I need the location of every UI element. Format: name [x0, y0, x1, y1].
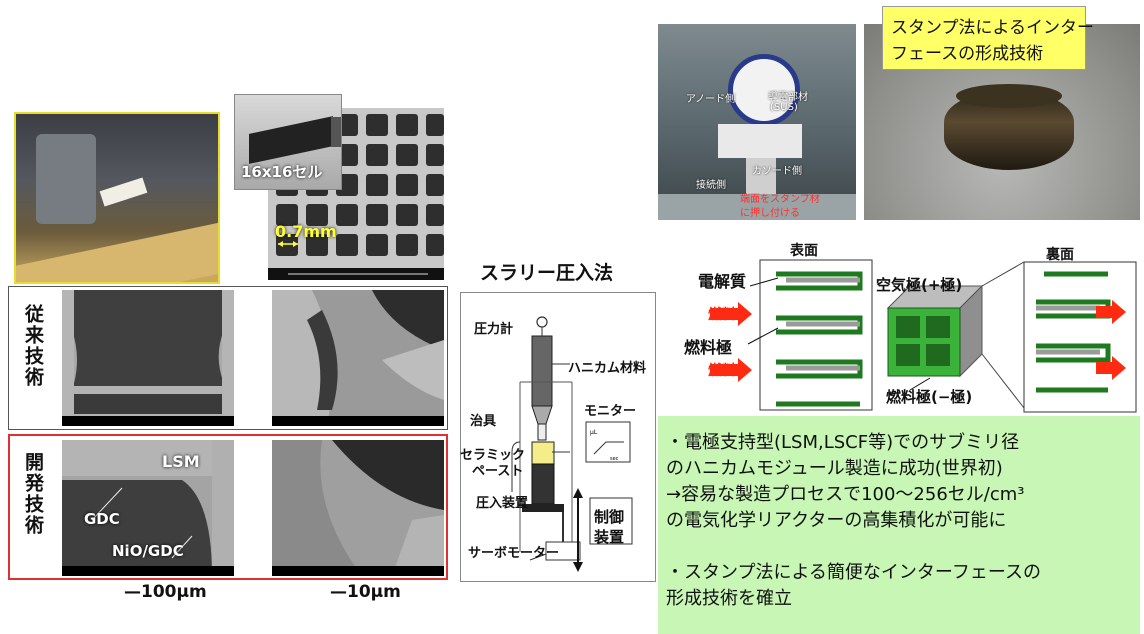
summary-line-5: ・スタンプ法による簡便なインターフェースの [666, 562, 1041, 583]
control-device-label-1: 制御 [594, 508, 625, 526]
scale-bar-100um: —100μm [124, 582, 207, 602]
air-electrode-label: 空気極(+極) [876, 276, 963, 294]
connection-side-label: 接続側 [696, 180, 726, 191]
svg-text:μL: μL [590, 429, 598, 436]
fuel-electrode-negative-label: 燃料極(−極) [886, 388, 973, 406]
stamp-title-line-2: フェースの形成技術 [891, 44, 1044, 64]
lsm-label: LSM [162, 452, 200, 471]
monitor-label: モニター [584, 404, 637, 419]
slurry-diagram-frame [460, 292, 656, 582]
pressure-gauge-label: 圧力計 [474, 322, 514, 337]
conventional-sem-100um [62, 290, 234, 426]
fuel-label-1: 燃料 [708, 307, 736, 323]
svg-text:sec: sec [610, 456, 619, 462]
lathe-photo [14, 112, 220, 284]
summary-box: ・電極支持型(LSM,LSCF等)でのサブミリ径 のハニカムモジュール製造に成功… [658, 416, 1140, 634]
electrolyte-label: 電解質 [698, 272, 747, 291]
summary-line-3: →容易な製造プロセスで100〜256セル/cm³ [666, 484, 1025, 505]
stamp-instruction-1: 端面をスタンプ材 [740, 194, 820, 205]
press-device-label: 圧入装置 [476, 496, 529, 511]
slurry-method-title: スラリー圧入法 [480, 262, 614, 284]
honeycomb-module-schematic [710, 259, 1137, 413]
developed-label: 開発技術 [22, 452, 44, 536]
stamp-rig-photo: アノード側 導電部材 (SUS) カソード側 接続側 端面をスタンプ材 に押し付… [658, 24, 856, 220]
summary-line-4: の電気化学リアクターの高集積化が可能に [666, 510, 1007, 531]
cathode-side-label: カソード側 [752, 166, 802, 177]
anode-side-label: アノード側 [686, 94, 736, 105]
collector-label-1: 導電部材 [768, 92, 808, 103]
stamp-title-line-1: スタンプ法によるインター [891, 18, 1094, 38]
summary-line-1: ・電極支持型(LSM,LSCF等)でのサブミリ径 [666, 432, 1020, 453]
fuel-label-2: 燃料 [708, 363, 736, 379]
slurry-apparatus-drawing: μL sec [511, 316, 633, 572]
gdc-label: GDC [84, 510, 120, 528]
conventional-frame [8, 286, 448, 430]
summary-line-2: のハニカムモジュール製造に成功(世界初) [666, 458, 1003, 479]
front-side-label: 表面 [790, 243, 818, 259]
nio-gdc-label: NiO/GDC [112, 542, 184, 560]
fuel-electrode-label: 燃料極 [684, 338, 733, 357]
developed-frame [8, 434, 448, 580]
ceramic-paste-label-1: セラミック [460, 448, 526, 463]
collector-label-2: (SUS) [770, 102, 798, 113]
pitch-label: 0.7mm [275, 222, 337, 241]
pitch-arrow [278, 241, 298, 247]
conventional-label: 従来技術 [22, 304, 44, 388]
cell-count-label: 16x16セル [241, 163, 323, 181]
back-side-label: 裏面 [1046, 247, 1074, 263]
honeycomb-material-label: ハニカム材料 [568, 361, 647, 376]
conventional-sem-10um [272, 290, 444, 426]
developed-sem-100um: LSM GDC NiO/GDC [62, 440, 234, 576]
servo-motor-label: サーボモーター [468, 546, 560, 561]
scale-bar-10um: —10μm [330, 582, 401, 602]
developed-sem-10um [272, 440, 444, 576]
stamp-method-title-box: スタンプ法によるインター フェースの形成技術 [882, 6, 1094, 70]
stamp-instruction-2: に押し付ける [740, 208, 800, 219]
honeycomb-sample-inset: 16x16セル [234, 94, 342, 190]
ceramic-paste-label-2: ペースト [472, 464, 524, 479]
summary-line-6: 形成技術を確立 [666, 588, 792, 609]
control-device-label-2: 装置 [594, 528, 625, 546]
jig-label: 治具 [470, 414, 497, 429]
